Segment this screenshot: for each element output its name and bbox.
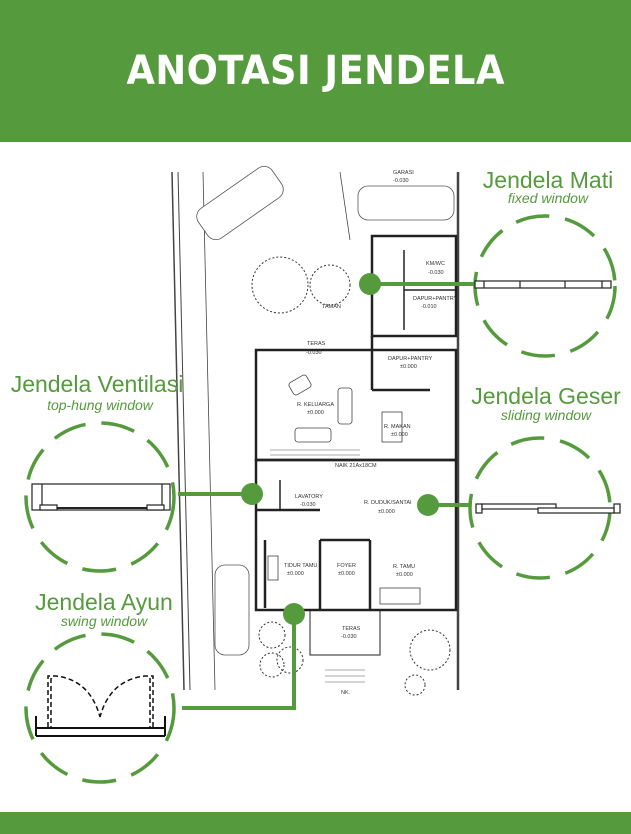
- stair-note: NAIK 21Ax18CM: [335, 463, 377, 469]
- sublabel-swing-window: swing window: [61, 613, 148, 629]
- furniture: [267, 374, 421, 605]
- header-banner: ANOTASI JENDELA: [0, 0, 631, 142]
- callout-circle-swing: [24, 632, 176, 784]
- room-label: R. MAKAN: [384, 424, 411, 430]
- room-level: ±0.000: [400, 364, 417, 370]
- room-level: -0.030: [341, 634, 357, 640]
- room-label: TERAS: [307, 341, 326, 347]
- room-label: FOYER: [337, 563, 356, 569]
- footer-bar: [0, 812, 631, 834]
- room-label: R. TAMU: [393, 564, 415, 570]
- room-level: -0.030: [428, 270, 444, 276]
- room-label: R. KELUARGA: [297, 402, 334, 408]
- sliding-window-symbol: [475, 503, 621, 514]
- marker-dot-swing: [283, 603, 305, 625]
- building-walls: [254, 234, 458, 656]
- label-top-hung-window: Jendela Ventilasi: [11, 371, 184, 397]
- marker-dot-sliding: [417, 494, 439, 516]
- room-label: GARASI: [393, 170, 414, 176]
- top-hung-window-symbol: [31, 483, 171, 511]
- site-boundary: [171, 171, 460, 691]
- marker-dot-fixed: [359, 273, 381, 295]
- sublabel-sliding-window: sliding window: [501, 407, 592, 423]
- nk-label: NK.: [341, 690, 351, 696]
- sublabel-top-hung-window: top-hung window: [47, 397, 154, 413]
- room-level: ±0.000: [338, 571, 355, 577]
- room-label: TAMAN: [322, 304, 341, 310]
- room-level: -0.010: [421, 304, 437, 310]
- room-level: ±0.000: [287, 571, 304, 577]
- label-swing-window: Jendela Ayun: [35, 589, 173, 615]
- label-fixed-window: Jendela Mati: [483, 167, 613, 193]
- room-level: ±0.000: [378, 509, 395, 515]
- room-label: TIDUR TAMU: [284, 563, 317, 569]
- room-level: -0.030: [306, 350, 322, 356]
- room-level: ±0.000: [396, 572, 413, 578]
- stairs: [270, 449, 365, 683]
- fixed-window-symbol: [474, 280, 612, 289]
- page-title: ANOTASI JENDELA: [126, 48, 505, 94]
- room-label: TERAS: [342, 626, 361, 632]
- room-level: ±0.000: [391, 432, 408, 438]
- room-label: LAVATORY: [295, 494, 323, 500]
- room-labels: GARASI -0.030 TAMAN KM/WC -0.030 DAPUR+P…: [284, 170, 458, 696]
- room-label: KM/WC: [426, 261, 445, 267]
- marker-dot-top-hung: [241, 483, 263, 505]
- car-icon: [196, 165, 455, 656]
- sublabel-fixed-window: fixed window: [508, 190, 589, 206]
- room-level: ±0.000: [307, 410, 324, 416]
- room-label: DAPUR+PANTRY: [388, 356, 433, 362]
- tree-icon: [251, 256, 451, 696]
- swing-window-symbol: [35, 675, 166, 737]
- room-level: -0.030: [393, 178, 409, 184]
- room-label: R. DUDUK/SANTAI: [364, 500, 412, 506]
- room-level: -0.030: [300, 502, 316, 508]
- room-label: DAPUR+PANTRY: [413, 296, 458, 302]
- label-sliding-window: Jendela Geser: [471, 383, 621, 409]
- callout-circle-top-hung: [24, 421, 176, 573]
